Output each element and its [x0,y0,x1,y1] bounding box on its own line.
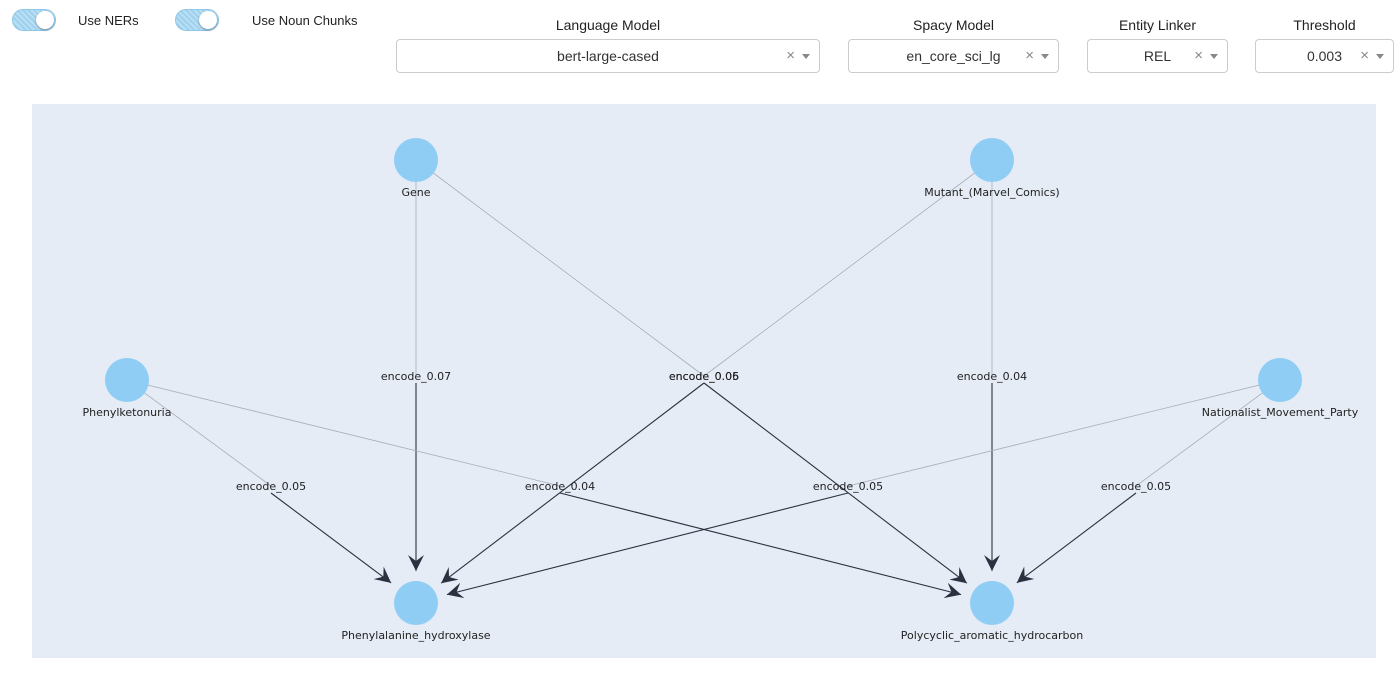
threshold-field: Threshold 0.003 × [1255,17,1394,73]
toggle-knob [199,11,217,29]
edge-label: encode_0.04 [957,370,1027,383]
edge-label: encode_0.05 [1101,480,1171,493]
clear-icon[interactable]: × [1025,47,1034,64]
node-gene[interactable] [394,138,438,182]
node-pah2[interactable] [970,581,1014,625]
language-model-select[interactable]: bert-large-cased × [396,39,820,73]
edge-line-upper [126,379,561,487]
use-noun-chunks-label: Use Noun Chunks [252,12,358,28]
arrowhead-icon [408,555,424,571]
edge-line-upper [126,379,272,487]
clear-icon[interactable]: × [1194,47,1203,64]
edge-label: encode_0.07 [381,370,451,383]
use-noun-chunks-toggle[interactable] [175,9,219,31]
use-ners-control: Use NERs [12,9,139,31]
clear-icon[interactable]: × [786,47,795,64]
edge-line-upper [1135,379,1281,487]
edge-line-upper [703,159,993,377]
entity-linker-value: REL [1143,48,1172,64]
node-label: Phenylalanine_hydroxylase [341,629,490,642]
node-label: Phenylketonuria [83,406,172,419]
arrowhead-icon [984,555,1000,571]
spacy-model-select[interactable]: en_core_sci_lg × [848,39,1059,73]
node-label: Mutant_(Marvel_Comics) [924,186,1059,199]
arrowhead-icon [1016,566,1035,583]
edge-line-lower [1016,492,1137,584]
threshold-label: Threshold [1293,17,1356,33]
toggle-knob [36,11,54,29]
entity-linker-label: Entity Linker [1118,17,1197,33]
arrowhead-icon [943,582,962,599]
entity-linker-field: Entity Linker REL × [1087,17,1228,73]
use-ners-toggle[interactable] [12,9,56,31]
use-noun-chunks-control: Use Noun Chunks [175,9,358,31]
spacy-model-value: en_core_sci_lg [906,48,1001,64]
caret-down-icon[interactable] [1041,54,1049,59]
edge-label: encode_0.05 [669,370,739,383]
caret-down-icon[interactable] [802,54,810,59]
caret-down-icon[interactable] [1210,54,1218,59]
threshold-value: 0.003 [1306,48,1343,64]
language-model-value: bert-large-cased [557,48,659,64]
language-model-field: Language Model bert-large-cased × [396,17,820,73]
edge-line-lower [559,492,962,596]
entity-linker-select[interactable]: REL × [1087,39,1228,73]
edge-label: encode_0.05 [813,480,883,493]
edge-line-upper [847,379,1281,487]
node-label: Polycyclic_aromatic_hydrocarbon [901,629,1083,642]
node-label: Gene [401,186,430,199]
edge-label: encode_0.05 [236,480,306,493]
spacy-model-label: Spacy Model [913,17,994,33]
edge-line-lower [270,492,392,584]
arrowhead-icon [373,566,392,583]
use-ners-label: Use NERs [78,12,139,28]
arrowhead-icon [949,567,967,584]
node-nmp[interactable] [1258,358,1302,402]
language-model-label: Language Model [555,17,661,33]
threshold-select[interactable]: 0.003 × [1255,39,1394,73]
caret-down-icon[interactable] [1376,54,1384,59]
edge-label: encode_0.06 [669,370,739,383]
edge-label: encode_0.04 [525,480,595,493]
arrowhead-icon [441,567,459,584]
node-mutant[interactable] [970,138,1014,182]
edge-line-upper [415,159,705,377]
node-pah[interactable] [394,581,438,625]
edge-line-lower [446,492,849,596]
node-label: Nationalist_Movement_Party [1202,406,1359,419]
clear-icon[interactable]: × [1360,47,1369,64]
edge-line-lower [703,382,968,584]
edge-line-lower [440,382,705,584]
node-pku[interactable] [105,358,149,402]
spacy-model-field: Spacy Model en_core_sci_lg × [848,17,1059,73]
arrowhead-icon [446,582,465,599]
